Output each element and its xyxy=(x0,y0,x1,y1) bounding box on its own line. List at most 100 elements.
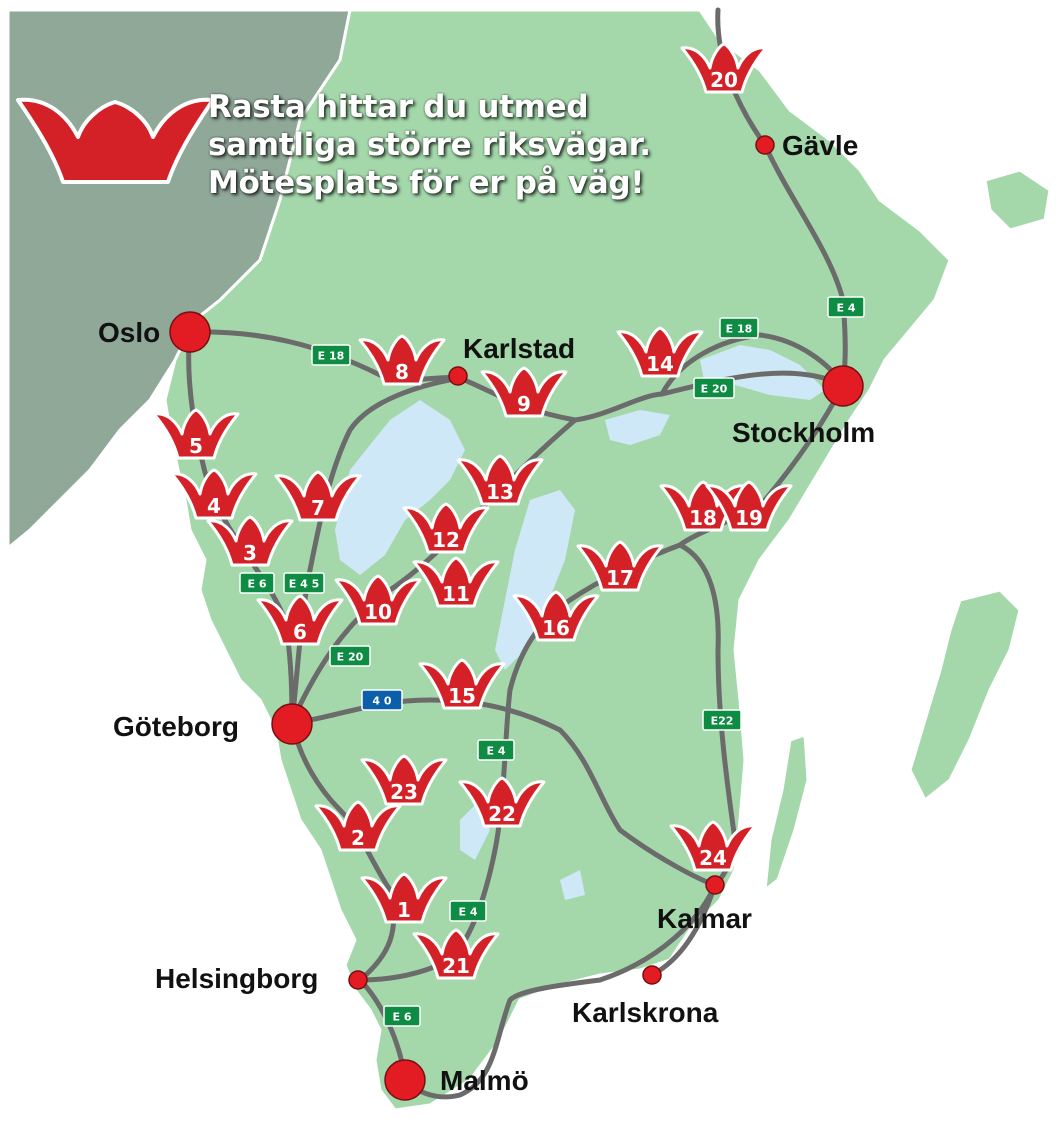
rest-stop-10[interactable]: 10 xyxy=(334,574,422,626)
rest-stop-number: 2 xyxy=(351,826,365,850)
road-sign-e20-west: E 20 xyxy=(329,645,371,667)
rest-stop-number: 3 xyxy=(243,541,257,565)
svg-text:4 0: 4 0 xyxy=(372,695,391,708)
rest-stop-number: 11 xyxy=(442,582,470,606)
rest-stop-4[interactable]: 4 xyxy=(170,468,258,520)
city-label-oslo: Oslo xyxy=(98,317,160,348)
rest-stop-18[interactable]: 18 xyxy=(659,480,747,532)
road-e18-west xyxy=(187,329,463,383)
crown-icon xyxy=(680,42,768,94)
crown-icon xyxy=(360,754,448,806)
crown-icon xyxy=(576,540,664,592)
city-dot-malmo xyxy=(384,1059,426,1101)
rest-stop-number: 1 xyxy=(397,898,411,922)
road-sign-e20-east: E 20 xyxy=(693,377,735,399)
rest-stop-17[interactable]: 17 xyxy=(576,540,664,592)
city-dot-kalmar xyxy=(705,875,725,895)
svg-text:E 4 5: E 4 5 xyxy=(289,578,319,591)
rest-stop-15[interactable]: 15 xyxy=(418,658,506,710)
rest-stop-number: 15 xyxy=(448,684,476,708)
crown-icon xyxy=(458,776,546,828)
headline-line-2: samtliga större riksvägar. xyxy=(208,127,651,163)
rest-stop-3[interactable]: 3 xyxy=(206,515,294,567)
rest-stop-20[interactable]: 20 xyxy=(680,42,768,94)
city-label-stockholm: Stockholm xyxy=(732,417,875,448)
road-sign-e4-south: E 4 xyxy=(449,900,487,922)
road-sign-e45: E 4 5 xyxy=(283,572,325,594)
crown-icon xyxy=(705,480,793,532)
rest-stop-number: 19 xyxy=(735,506,763,530)
rest-stop-number: 18 xyxy=(689,506,717,530)
road-e22 xyxy=(402,542,738,1100)
rest-stop-19[interactable]: 19 xyxy=(705,480,793,532)
rest-stop-8[interactable]: 8 xyxy=(358,334,446,386)
road-sign-e4-north: E 4 xyxy=(827,296,865,318)
crown-icon xyxy=(480,366,568,418)
oland-land xyxy=(763,732,810,894)
lake-hjalmaren xyxy=(605,410,670,445)
rest-stop-number: 22 xyxy=(488,802,516,826)
city-label-malmo: Malmö xyxy=(440,1065,529,1096)
road-sign-e4-mid: E 4 xyxy=(477,739,515,761)
svg-text:E 18: E 18 xyxy=(318,350,345,363)
crown-icon xyxy=(412,928,500,980)
rest-stop-1[interactable]: 1 xyxy=(360,872,448,924)
rest-stop-number: 6 xyxy=(293,620,307,644)
road-kalmar-karlskrona xyxy=(649,882,718,978)
crown-icon xyxy=(152,408,240,460)
rest-stop-number: 10 xyxy=(364,600,392,624)
rest-stop-24[interactable]: 24 xyxy=(669,820,757,872)
city-dot-helsingborg xyxy=(348,970,368,990)
rest-stop-13[interactable]: 13 xyxy=(456,454,544,506)
crown-icon xyxy=(334,574,422,626)
rest-stop-14[interactable]: 14 xyxy=(616,326,704,378)
crown-icon xyxy=(412,556,500,608)
rest-stop-5[interactable]: 5 xyxy=(152,408,240,460)
rest-stop-2[interactable]: 2 xyxy=(314,800,402,852)
rest-stop-9[interactable]: 9 xyxy=(480,366,568,418)
crown-icon xyxy=(669,820,757,872)
city-dot-gavle xyxy=(755,135,775,155)
road-sign-e6-south: E 6 xyxy=(383,1005,421,1027)
city-dot-goteborg xyxy=(271,703,313,745)
lake-vanern xyxy=(335,400,465,575)
crown-icon xyxy=(314,800,402,852)
rest-stop-6[interactable]: 6 xyxy=(256,594,344,646)
city-label-karlskrona: Karlskrona xyxy=(572,997,719,1028)
city-dot-stockholm xyxy=(822,365,864,407)
rest-stop-number: 23 xyxy=(390,780,418,804)
rest-stop-7[interactable]: 7 xyxy=(274,470,362,522)
city-dot-karlstad xyxy=(448,366,468,386)
rest-stop-number: 12 xyxy=(432,528,460,552)
rest-stop-23[interactable]: 23 xyxy=(360,754,448,806)
city-label-helsingborg: Helsingborg xyxy=(155,963,318,994)
svg-text:E 20: E 20 xyxy=(337,651,364,664)
crown-icon xyxy=(402,502,490,554)
lake-vattern xyxy=(495,490,575,670)
crown-icon xyxy=(16,97,215,184)
city-label-karlstad: Karlstad xyxy=(463,333,575,364)
rest-stop-11[interactable]: 11 xyxy=(412,556,500,608)
crown-icon xyxy=(512,590,600,642)
rest-stop-16[interactable]: 16 xyxy=(512,590,600,642)
rest-stop-21[interactable]: 21 xyxy=(412,928,500,980)
rest-stop-number: 8 xyxy=(395,360,409,384)
city-label-kalmar: Kalmar xyxy=(657,903,752,934)
crown-icon xyxy=(206,515,294,567)
road-sign-e18-west: E 18 xyxy=(311,344,351,366)
road-sign-e22: E22 xyxy=(702,709,742,731)
rest-stop-number: 14 xyxy=(646,352,674,376)
road-sign-e18-east: E 18 xyxy=(719,317,759,339)
city-dot-oslo xyxy=(169,311,211,353)
city-labels: OsloKarlstadGävleStockholmGöteborgHelsin… xyxy=(98,130,875,1096)
crown-icon xyxy=(456,454,544,506)
crown-icon xyxy=(256,594,344,646)
rest-stop-22[interactable]: 22 xyxy=(458,776,546,828)
rest-stop-number: 5 xyxy=(189,434,203,458)
rest-stop-12[interactable]: 12 xyxy=(402,502,490,554)
rest-stop-number: 20 xyxy=(710,68,738,92)
rest-stop-number: 16 xyxy=(542,616,570,640)
